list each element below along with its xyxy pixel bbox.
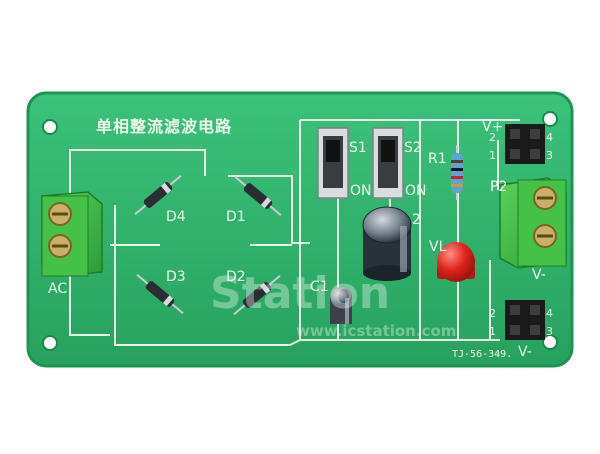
pin-header-top xyxy=(505,124,545,164)
pin-label-top-4: 4 xyxy=(546,131,553,144)
pin-label-top-2: 2 xyxy=(489,131,496,144)
p2-terminal-block xyxy=(499,177,567,269)
switch-s1 xyxy=(317,127,349,199)
pin-header-bottom xyxy=(505,300,545,340)
mounting-holes xyxy=(42,111,558,351)
label-d3: D3 xyxy=(166,269,186,285)
label-c1: C1 xyxy=(310,279,329,295)
label-p2: P2 xyxy=(490,179,508,195)
diode-d2 xyxy=(233,274,281,316)
led-vl xyxy=(437,242,475,282)
watermark-brand: Station xyxy=(210,268,391,319)
label-c2: 2 xyxy=(412,212,421,228)
board-code: TJ-56-349. xyxy=(452,349,513,360)
label-d4: D4 xyxy=(166,209,186,225)
label-s1: S1 xyxy=(349,140,367,156)
resistor-r1 xyxy=(451,145,463,200)
board-title: 单相整流滤波电路 xyxy=(96,117,233,136)
diode-d3 xyxy=(136,273,184,315)
label-vl: VL xyxy=(429,239,447,255)
pin-label-bottom-3: 3 xyxy=(546,325,553,338)
ac-terminal-block xyxy=(41,191,103,277)
pin-label-bottom-4: 4 xyxy=(546,307,553,320)
switch-s2 xyxy=(372,127,404,199)
label-r1: R1 xyxy=(428,151,447,167)
label-on-s2: ON xyxy=(405,183,427,199)
diode-d1 xyxy=(234,175,282,217)
label-on-s1: ON xyxy=(350,183,372,199)
pin-label-top-3: 3 xyxy=(546,149,553,162)
label-d2: D2 xyxy=(226,269,246,285)
pin-label-top-1: 1 xyxy=(489,149,496,162)
capacitor-c2 xyxy=(362,206,412,281)
label-v-minus-bottom: V- xyxy=(518,344,532,360)
label-ac: AC xyxy=(48,281,68,297)
pin-label-bottom-2: 2 xyxy=(489,307,496,320)
capacitor-c1 xyxy=(330,287,352,324)
label-s2: S2 xyxy=(404,140,422,156)
label-v-plus: V+ xyxy=(482,119,504,135)
label-v-minus-mid: V- xyxy=(532,267,546,283)
watermark-url: www.icstation.com xyxy=(296,322,457,340)
label-d1: D1 xyxy=(226,209,246,225)
pin-label-bottom-1: 1 xyxy=(489,325,496,338)
diode-d4 xyxy=(134,174,182,216)
